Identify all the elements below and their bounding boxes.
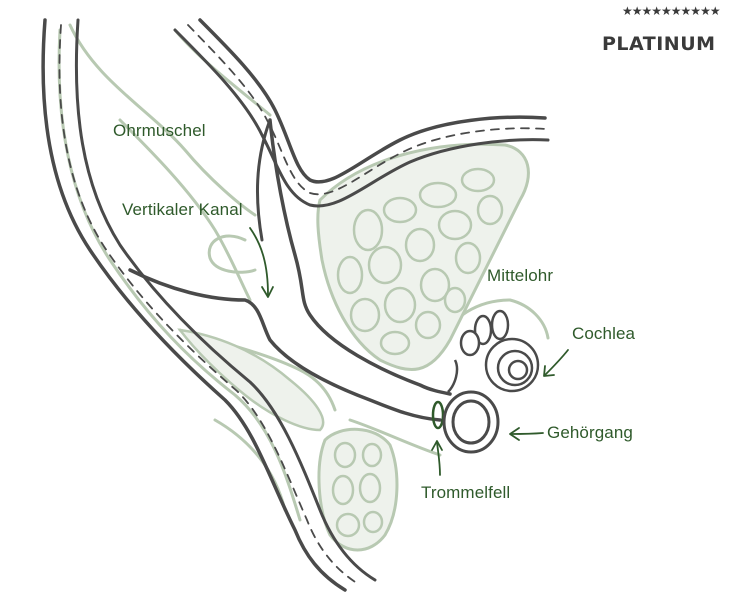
canal-bend <box>255 118 272 242</box>
label-trommelfell: Trommelfell <box>421 483 511 502</box>
label-cochlea: Cochlea <box>572 324 636 343</box>
middle-ear-ossicles <box>447 309 510 393</box>
label-vertikaler-kanal: Vertikaler Kanal <box>122 200 243 219</box>
skin-outer-line <box>41 18 347 592</box>
skin-inner-line <box>74 18 377 582</box>
canal-lower-wall <box>128 268 442 422</box>
canal-floor-line <box>348 418 442 457</box>
concha-fold-line <box>68 23 257 217</box>
label-mittelohr: Mittelohr <box>487 266 554 285</box>
skin-inner-contour <box>57 28 302 522</box>
label-gehoergang: Gehörgang <box>547 423 633 442</box>
arrow-trommelfell <box>436 441 441 476</box>
arrowhead-vertikaler-kanal <box>261 286 274 298</box>
cranium-dash-line <box>187 24 547 196</box>
skin-dash-line <box>58 24 361 586</box>
brand-logo: PLATINUM <box>602 33 716 55</box>
vestibule <box>442 390 500 454</box>
arrow-gehoergang <box>510 432 544 435</box>
tragus-curl <box>207 234 257 274</box>
antihelix-line <box>118 118 252 302</box>
arrow-cochlea <box>544 349 569 376</box>
arrowhead-cochlea <box>543 365 555 377</box>
label-ohrmuschel: Ohrmuschel <box>113 121 206 140</box>
cranium-inner-line <box>173 28 550 208</box>
canal-upper-wall <box>268 118 452 396</box>
cochlea-spiral <box>484 337 540 393</box>
lower-bone-mass <box>317 427 399 552</box>
brand-stars: ★★★★★★★★★★ <box>622 4 721 18</box>
cranium-outer-line <box>198 18 547 184</box>
arrowhead-trommelfell <box>431 440 443 451</box>
arrowhead-gehoergang <box>509 427 520 441</box>
upper-bone-mass <box>316 142 530 372</box>
arrow-vertikaler-kanal <box>249 227 269 296</box>
eardrum <box>431 400 445 430</box>
tissue-wedge <box>177 328 325 432</box>
